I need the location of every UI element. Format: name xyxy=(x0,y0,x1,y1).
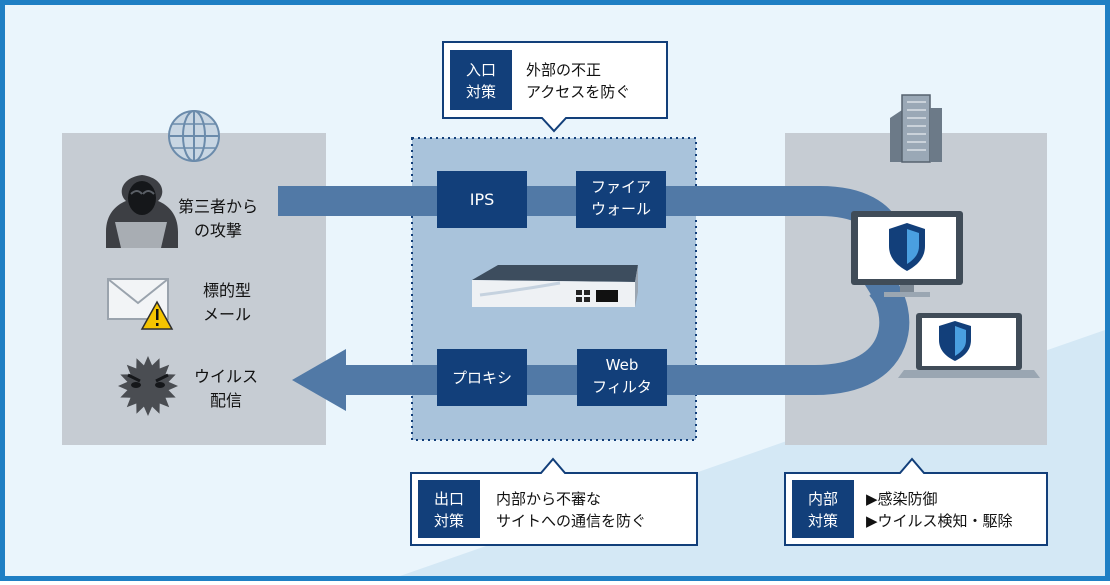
threat-label-virus-line1: ウイルス xyxy=(194,367,258,386)
web-filter-box: Web フィルタ xyxy=(577,349,667,406)
proxy-label: プロキシ xyxy=(452,369,512,387)
threat-label-virus-line2: 配信 xyxy=(210,391,242,410)
exit-tag-line2: 対策 xyxy=(434,512,464,530)
ips-label: IPS xyxy=(470,190,495,209)
internal-text-line2: ▶ウイルス検知・駆除 xyxy=(866,512,1013,530)
hacker-icon xyxy=(106,175,178,248)
exit-text-line2: サイトへの通信を防ぐ xyxy=(496,512,646,530)
internal-callout: 内部 対策 ▶感染防御 ▶ウイルス検知・駆除 xyxy=(784,457,1048,546)
external-panel xyxy=(62,133,326,445)
entrance-tag-line1: 入口 xyxy=(466,61,496,79)
web-filter-label-line2: フィルタ xyxy=(592,378,652,396)
mail-warning-icon xyxy=(107,278,174,330)
entrance-text-line1: 外部の不正 xyxy=(526,61,601,79)
monitor-shield-icon xyxy=(851,211,963,297)
firewall-box: ファイア ウォール xyxy=(576,171,666,228)
threat-label-mail-line2: メール xyxy=(203,305,251,324)
entrance-text-line2: アクセスを防ぐ xyxy=(526,83,630,101)
exit-text-line1: 内部から不審な xyxy=(496,490,601,508)
ips-box: IPS xyxy=(437,171,527,228)
threat-label-attack-line1: 第三者から xyxy=(178,197,258,216)
internal-panel xyxy=(785,133,1047,445)
entrance-tag-line2: 対策 xyxy=(466,83,496,101)
internal-tag-line2: 対策 xyxy=(808,512,838,530)
internal-text-line1: ▶感染防御 xyxy=(866,490,938,508)
firewall-label-line1: ファイア xyxy=(591,178,651,196)
firewall-label-line2: ウォール xyxy=(591,200,651,218)
exit-tag-line1: 出口 xyxy=(434,490,464,508)
virus-icon xyxy=(118,356,178,416)
internal-tag-line1: 内部 xyxy=(808,490,838,508)
exit-callout: 出口 対策 内部から不審な サイトへの通信を防ぐ xyxy=(410,457,698,546)
laptop-shield-icon xyxy=(898,313,1040,378)
threat-label-mail-line1: 標的型 xyxy=(203,281,251,300)
web-filter-label-line1: Web xyxy=(606,356,639,374)
proxy-box: プロキシ xyxy=(437,349,527,406)
entrance-callout: 入口 対策 外部の不正 アクセスを防ぐ xyxy=(442,41,668,133)
threat-label-attack-line2: の攻撃 xyxy=(194,221,242,240)
outbound-arrow-head xyxy=(292,349,346,411)
globe-icon xyxy=(168,110,220,162)
network-appliance-icon xyxy=(472,265,638,307)
building-icon xyxy=(890,94,942,163)
